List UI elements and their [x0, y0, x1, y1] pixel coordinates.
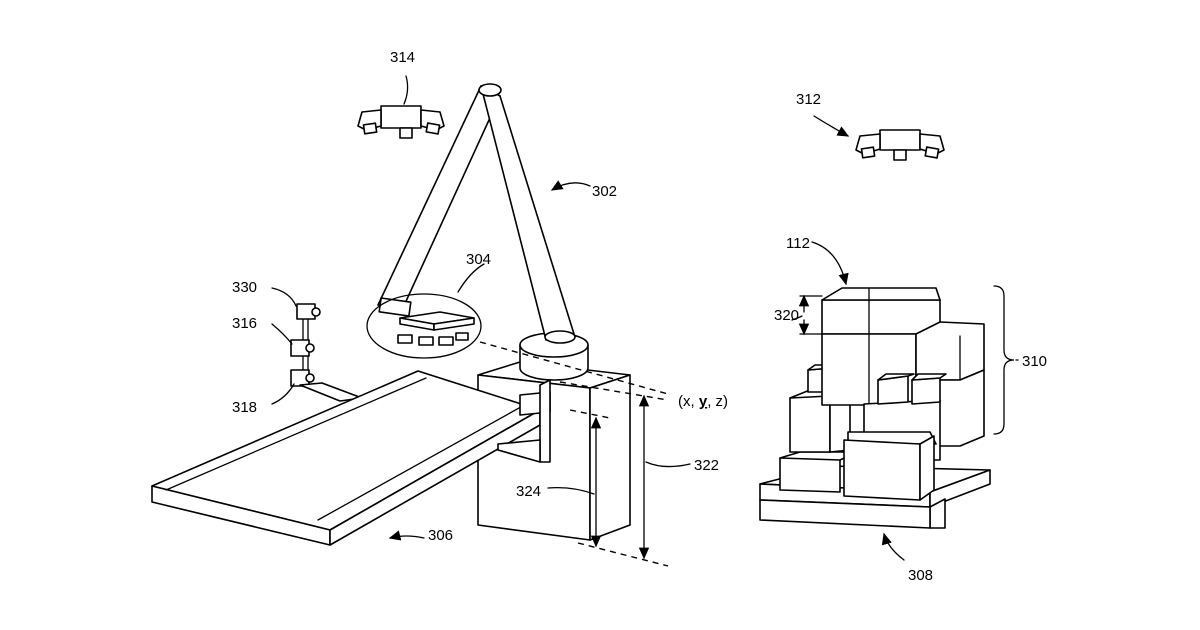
end-effector-304 [367, 294, 481, 358]
camera-312 [856, 130, 944, 160]
label-312: 312 [796, 91, 821, 108]
label-322: 322 [694, 457, 719, 474]
label-310: 310 [1022, 353, 1047, 370]
height-arrows-320 [800, 296, 822, 334]
coord-open: (x, [678, 393, 699, 410]
label-314: 314 [390, 49, 415, 66]
label-112: 112 [786, 235, 810, 252]
coord-close: , z) [707, 393, 728, 410]
label-316: 316 [232, 315, 257, 332]
label-302: 302 [592, 183, 617, 200]
label-330: 330 [232, 279, 257, 296]
sensor-stand [291, 304, 320, 386]
brace-310 [994, 286, 1014, 434]
coordinate-label: (x, y, z) [678, 393, 728, 410]
overhead-camera-314 [358, 106, 444, 138]
label-304: 304 [466, 251, 491, 268]
label-324: 324 [516, 483, 541, 500]
box-stack-310 [780, 288, 984, 500]
label-308: 308 [908, 567, 933, 584]
label-318: 318 [232, 399, 257, 416]
label-320: 320 [774, 307, 799, 324]
label-306: 306 [428, 527, 453, 544]
